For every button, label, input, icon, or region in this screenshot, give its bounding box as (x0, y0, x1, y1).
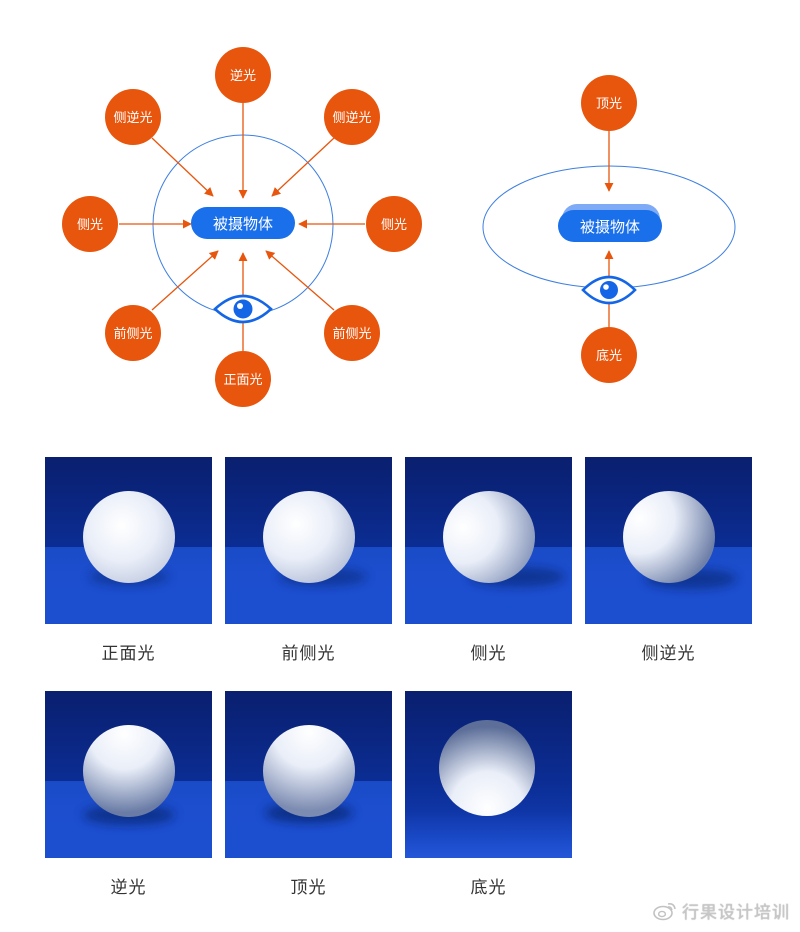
sample-caption-bottom: 底光 (470, 878, 507, 898)
light-node-upper-right: 侧逆光 (324, 89, 380, 145)
light-node-bottom-light: 底光 (581, 327, 637, 383)
light-node-top: 逆光 (215, 47, 271, 103)
light-node-top-light: 顶光 (581, 75, 637, 131)
sample-caption-back: 逆光 (110, 878, 147, 898)
svg-text:侧光: 侧光 (77, 218, 103, 233)
svg-text:前侧光: 前侧光 (113, 326, 152, 342)
weibo-icon (653, 902, 676, 920)
svg-text:正面光: 正面光 (223, 373, 262, 388)
sphere-render-back (45, 691, 212, 858)
arrow-from-lower-left (151, 250, 219, 311)
eye-icon (213, 294, 273, 324)
sphere-render-bottom (405, 691, 572, 858)
svg-text:被摄物体: 被摄物体 (213, 215, 273, 233)
eye-icon-right (581, 275, 637, 305)
sample-caption-front: 正面光 (101, 644, 156, 664)
right-diagram: 顶光 底光 被摄物体 (482, 75, 736, 383)
left-arrows (119, 103, 365, 351)
light-node-lower-right: 前侧光 (324, 305, 380, 361)
arrow-from-upper-right (271, 137, 335, 197)
svg-text:被摄物体: 被摄物体 (580, 218, 640, 236)
sample-tile-back (45, 691, 212, 858)
svg-text:侧光: 侧光 (381, 218, 407, 233)
arrow-from-lower-right (265, 250, 335, 311)
svg-text:前侧光: 前侧光 (332, 326, 371, 342)
lighting-direction-diagrams: 逆光 侧逆光 侧逆光 侧光 侧光 前侧光 前侧光 正面光 (62, 47, 736, 407)
svg-text:逆光: 逆光 (230, 68, 256, 84)
watermark-text: 行果设计培训 (682, 903, 790, 923)
sample-caption-side-back: 侧逆光 (641, 644, 696, 664)
left-diagram: 逆光 侧逆光 侧逆光 侧光 侧光 前侧光 前侧光 正面光 (62, 47, 422, 407)
sample-tile-side (405, 457, 572, 624)
watermark: 行果设计培训 (653, 898, 790, 923)
light-node-left: 侧光 (62, 196, 118, 252)
svg-text:顶光: 顶光 (596, 97, 622, 112)
sample-tile-top (225, 691, 392, 858)
sphere-render-side (405, 457, 572, 624)
subject-pill-right: 被摄物体 (558, 204, 662, 242)
sample-tile-front (45, 457, 212, 624)
subject-pill-left: 被摄物体 (191, 207, 295, 239)
light-node-bottom: 正面光 (215, 351, 271, 407)
light-node-upper-left: 侧逆光 (105, 89, 161, 145)
sample-caption-side: 侧光 (470, 644, 507, 664)
sample-tile-side-back (585, 457, 752, 624)
svg-text:侧逆光: 侧逆光 (332, 110, 371, 126)
light-node-lower-left: 前侧光 (105, 305, 161, 361)
svg-text:底光: 底光 (596, 348, 622, 364)
arrow-from-upper-left (151, 137, 214, 197)
sample-caption-top: 顶光 (290, 878, 327, 898)
sample-caption-front-side: 前侧光 (281, 644, 336, 664)
light-node-right: 侧光 (366, 196, 422, 252)
svg-text:侧逆光: 侧逆光 (113, 110, 152, 126)
sphere-render-side-back (585, 457, 752, 624)
sphere-render-top (225, 691, 392, 858)
sphere-render-front-side (225, 457, 392, 624)
sphere-render-front (45, 457, 212, 624)
sample-tile-front-side (225, 457, 392, 624)
sample-tile-bottom (405, 691, 572, 858)
